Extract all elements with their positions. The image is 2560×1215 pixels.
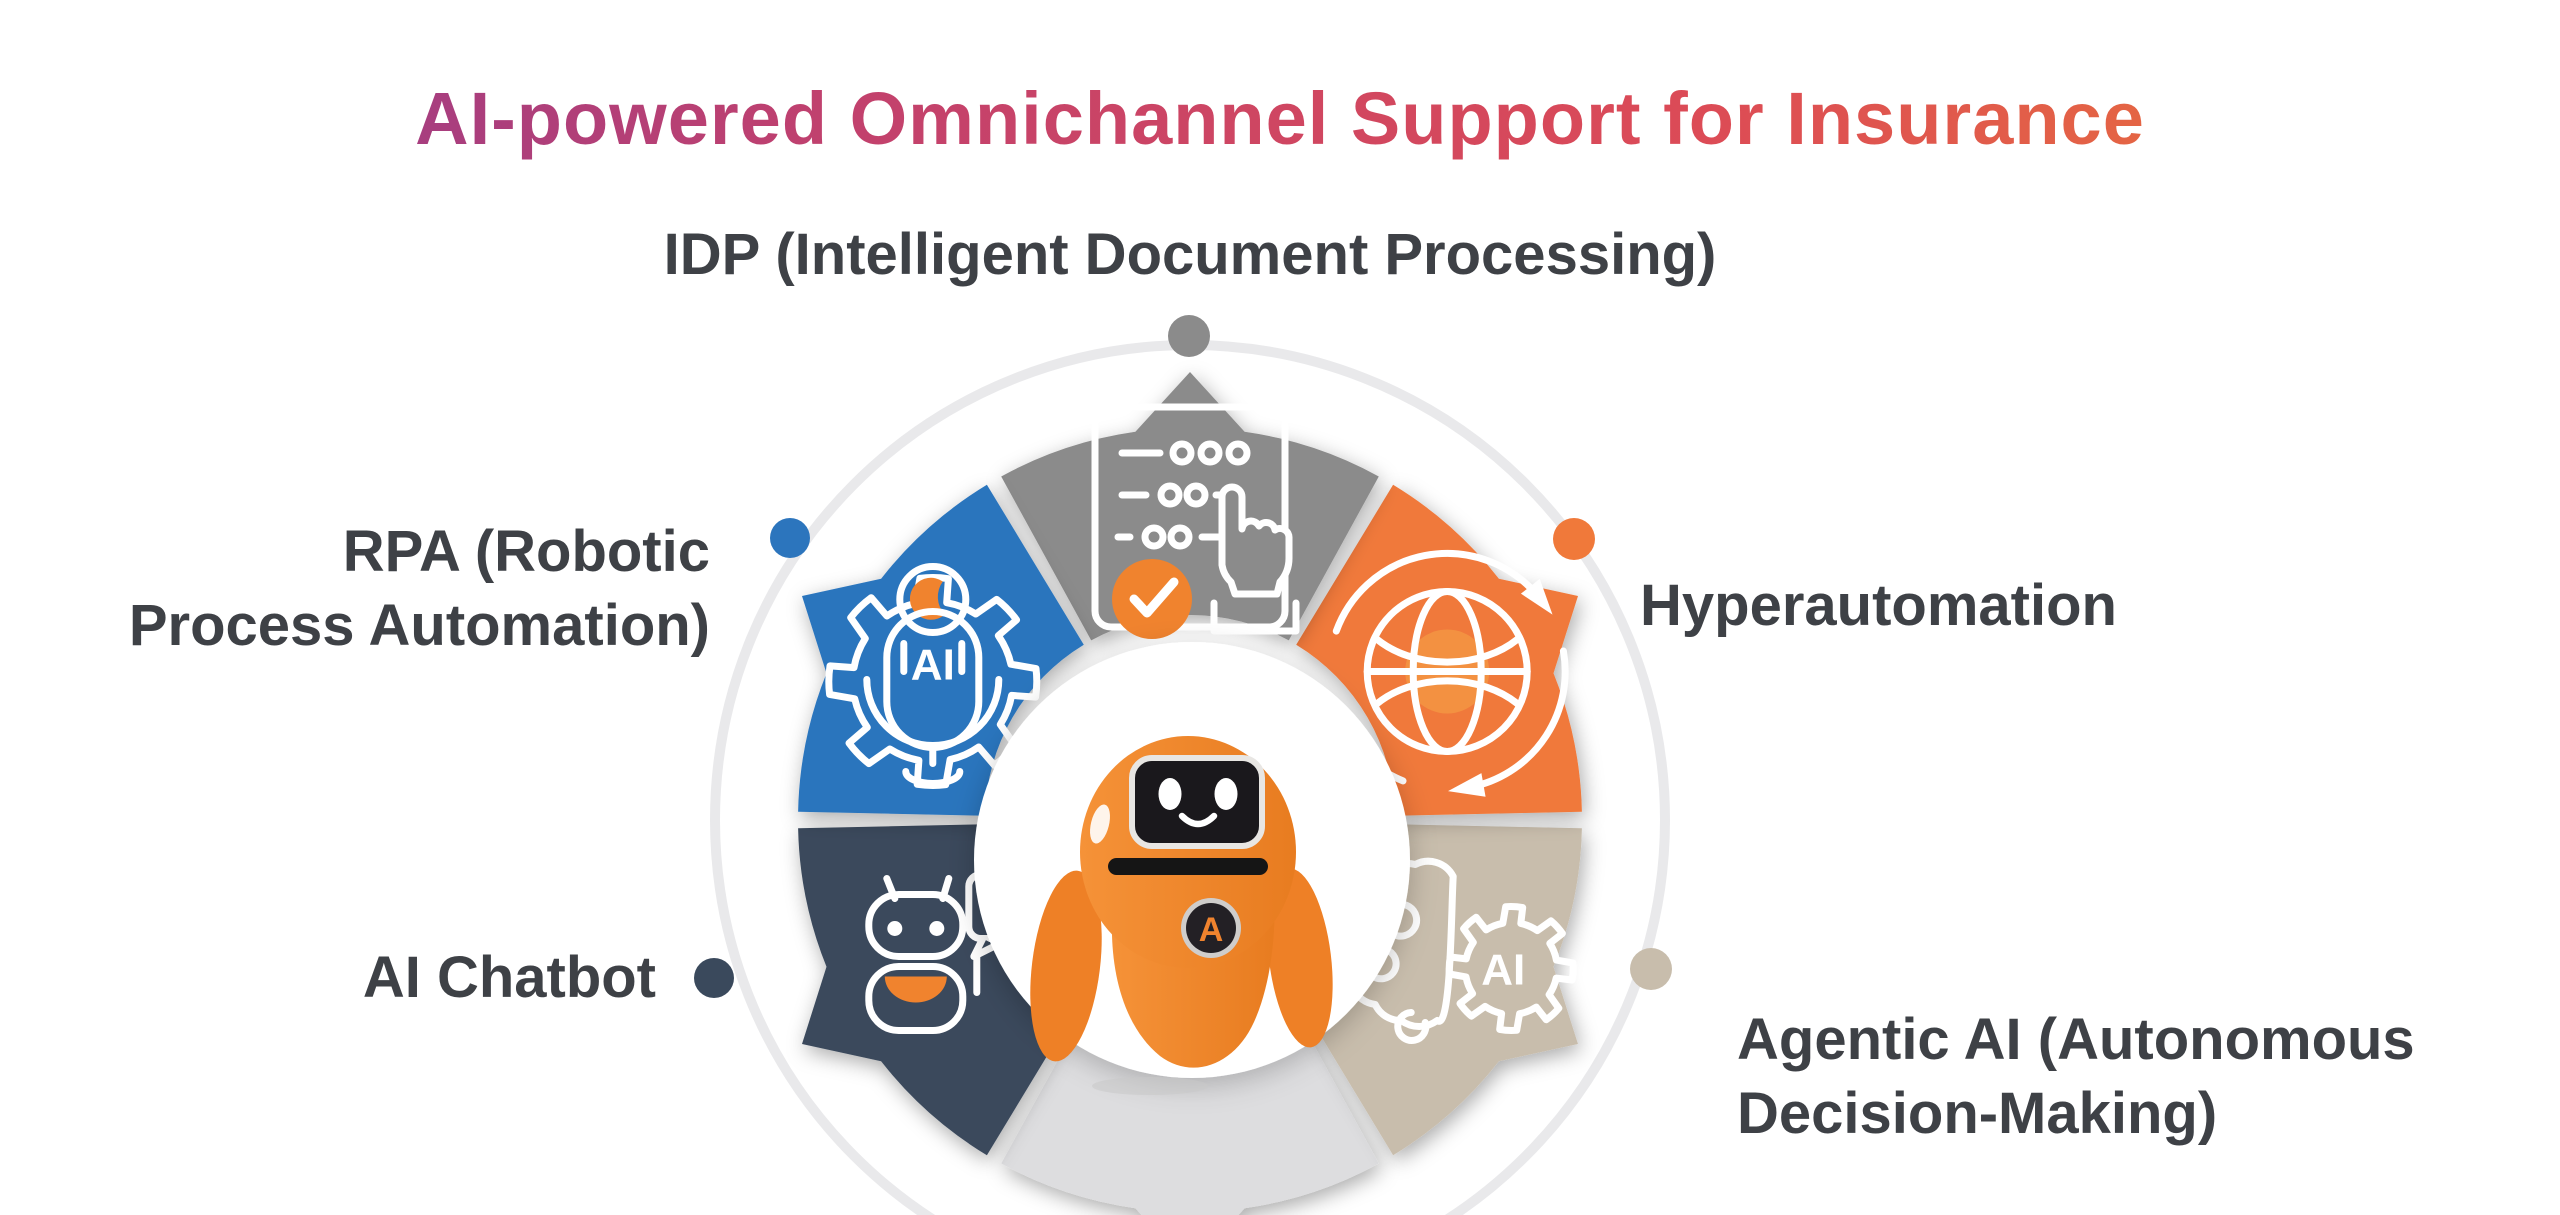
robot-collar (1108, 858, 1268, 875)
robot-gear-icon: AI (825, 563, 1041, 789)
robot-mascot: A (1030, 736, 1333, 1095)
robot-left-arm (1030, 870, 1102, 1062)
segment-rpa (798, 484, 1084, 816)
idp-connector-dot (1168, 315, 1210, 357)
ai-chatbot-connector-dot (694, 958, 734, 998)
robot-eye-right (1214, 778, 1238, 810)
callout-hyperautomation-label: Hyperautomation (1640, 573, 2117, 639)
brain-gear-icon: AI (1333, 857, 1577, 1044)
callout-agentic-ai: Agentic AI (Autonomous Decision-Making) (1737, 929, 2415, 1152)
callout-rpa: RPA (Robotic Process Automation) (129, 441, 710, 664)
robot-badge (1186, 903, 1236, 953)
robot-shadow (1092, 1077, 1208, 1095)
page-title: AI-powered Omnichannel Support for Insur… (0, 76, 2560, 161)
callout-idp: IDP (Intelligent Document Processing) (664, 218, 1717, 292)
callout-agentic-ai-label: Agentic AI (Autonomous Decision-Making) (1737, 1007, 2415, 1147)
robot-badge-letter: A (1199, 911, 1224, 949)
callout-hyperautomation: Hyperautomation (1640, 495, 2117, 643)
callout-rpa-label: RPA (Robotic Process Automation) (128, 519, 710, 659)
robot-smile (1178, 812, 1218, 828)
arrowhead (1448, 773, 1486, 797)
rpa-icon-text: AI (911, 641, 955, 690)
robot-eye-left (1158, 778, 1182, 810)
robot-face-screen (1129, 755, 1265, 849)
callout-ai-chatbot: AI Chatbot (363, 941, 656, 1015)
hyperautomation-connector-dot (1553, 518, 1595, 560)
arrowhead (1520, 578, 1553, 615)
agentic-ai-icon-text: AI (1481, 946, 1525, 995)
callout-ai-chatbot-label: AI Chatbot (362, 945, 656, 1010)
callout-idp-label: IDP (Intelligent Document Processing) (663, 222, 1717, 287)
document-check-icon (1091, 403, 1300, 639)
rpa-connector-dot (770, 518, 810, 558)
robot-head-highlight (1090, 804, 1110, 844)
robot-right-arm (1267, 868, 1333, 1048)
agentic-ai-connector-dot (1630, 948, 1672, 990)
